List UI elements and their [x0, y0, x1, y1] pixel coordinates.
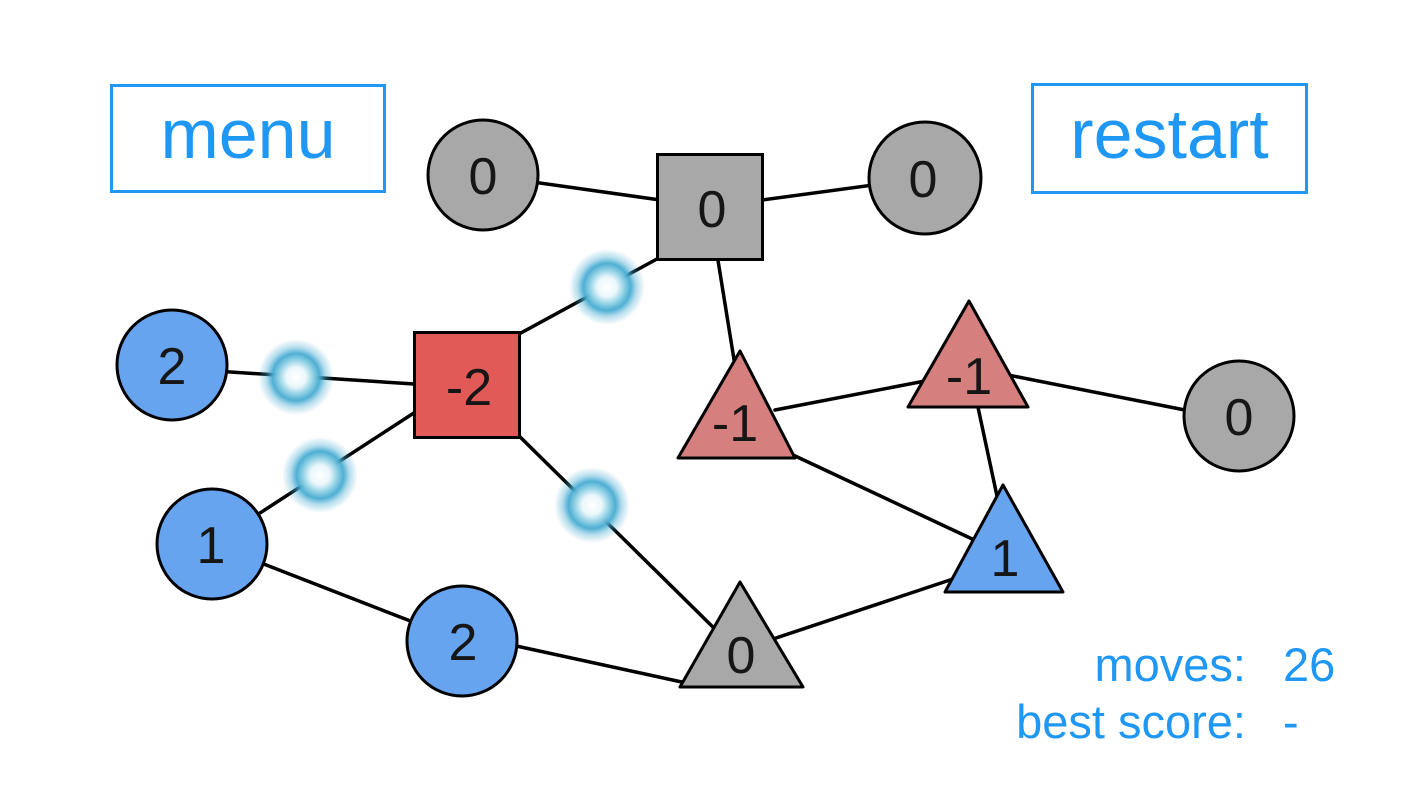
node-triangle-gray-bottom[interactable]	[678, 580, 805, 689]
edge-10	[773, 378, 932, 412]
moves-label: moves:	[1094, 638, 1247, 691]
node-circle-gray-top-right[interactable]	[867, 120, 983, 236]
node-circle-blue-bottom-value: 2	[449, 614, 478, 672]
edge-13	[1006, 373, 1202, 415]
node-triangle-blue[interactable]	[943, 483, 1065, 594]
node-triangle-red-right[interactable]	[906, 299, 1030, 409]
node-triangle-red-left-value: -1	[712, 395, 758, 453]
node-circle-blue-mid-left-value: 1	[197, 517, 226, 575]
best-score-value: -	[1283, 695, 1299, 748]
node-circle-gray-top-right-value: 0	[909, 151, 938, 209]
node-circle-gray-right[interactable]	[1182, 359, 1296, 473]
best-score-label: best score:	[1016, 695, 1246, 748]
node-triangle-red-right-value: -1	[946, 348, 992, 406]
node-circle-blue-left-value: 2	[158, 338, 187, 396]
node-triangle-blue-value: 1	[991, 530, 1020, 588]
node-circle-gray-right-value: 0	[1225, 389, 1254, 447]
edge-3	[714, 246, 738, 374]
node-circle-blue-bottom[interactable]	[405, 584, 519, 698]
node-square-gray-top-value: 0	[698, 181, 727, 239]
node-triangle-red-left[interactable]	[676, 349, 797, 460]
score-panel: moves: 26 best score: -	[1016, 636, 1342, 750]
node-circle-blue-mid-left[interactable]	[155, 487, 269, 601]
restart-button[interactable]: restart	[1031, 83, 1308, 194]
edge-glow-marker-1[interactable]	[282, 437, 358, 513]
node-circle-gray-top-left-value: 0	[469, 148, 498, 206]
node-square-red-center[interactable]	[413, 331, 521, 439]
node-square-red-center-value: -2	[446, 359, 492, 417]
edge-glow-marker-0[interactable]	[258, 339, 334, 415]
node-circle-gray-top-left[interactable]	[426, 118, 540, 232]
edge-glow-marker-2[interactable]	[569, 249, 645, 325]
edge-11	[791, 453, 987, 547]
edge-glow-marker-3[interactable]	[554, 467, 630, 543]
node-triangle-gray-bottom-value: 0	[727, 627, 756, 685]
menu-button[interactable]: menu	[110, 84, 386, 193]
edge-9	[756, 574, 964, 646]
moves-value: 26	[1283, 638, 1336, 691]
node-circle-blue-left[interactable]	[115, 308, 229, 422]
edge-12	[974, 396, 1002, 512]
node-square-gray-top[interactable]	[656, 153, 764, 261]
